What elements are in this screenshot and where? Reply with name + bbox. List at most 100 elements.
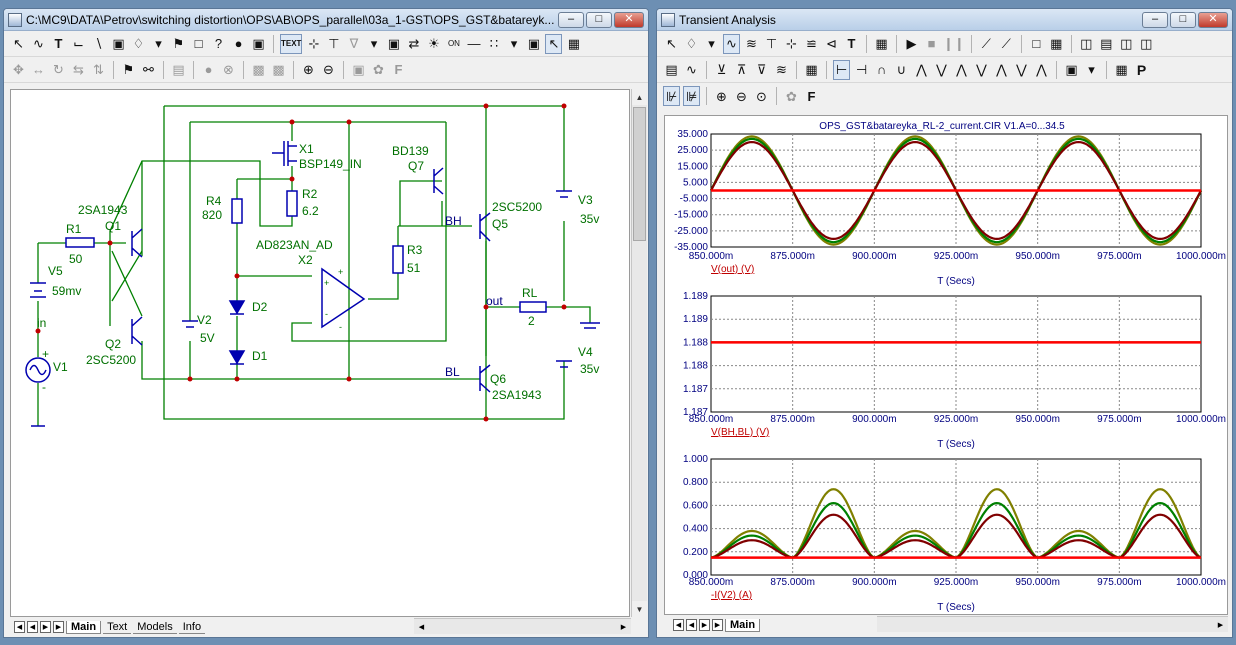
dropdown2-icon[interactable]: ▾: [1088, 62, 1095, 77]
curve-icon[interactable]: ≋: [746, 36, 757, 51]
schematic-horizontal-scrollbar[interactable]: ◀ ▶: [414, 618, 631, 634]
rotate-icon[interactable]: ↻: [53, 62, 64, 77]
line-tool-icon[interactable]: ⟋: [981, 36, 991, 51]
node-numbers-icon[interactable]: ⊹: [308, 36, 320, 51]
scale-icon[interactable]: ∿: [686, 62, 697, 77]
dropdown3-icon[interactable]: ▾: [510, 36, 518, 51]
first-page-icon[interactable]: ◀: [14, 621, 25, 633]
component-icon[interactable]: ▣: [112, 36, 125, 51]
move-icon[interactable]: ✥: [13, 62, 24, 77]
cursor-icon[interactable]: ⊤: [765, 36, 778, 51]
graphics-icon[interactable]: ♢: [132, 36, 145, 51]
tag-icon[interactable]: ⊹: [786, 36, 797, 51]
stop-icon[interactable]: ■: [927, 36, 936, 51]
right-cursor-icon[interactable]: ⊣: [855, 62, 868, 77]
flip-y-icon[interactable]: ⇅: [93, 62, 104, 77]
analysis-horizontal-scrollbar[interactable]: ▶: [877, 616, 1228, 632]
analysis-plot-canvas[interactable]: OPS_GST&batareyka_RL-2_current.CIR V1.A=…: [664, 115, 1228, 615]
find-icon[interactable]: ⚑: [122, 62, 135, 77]
pause-icon[interactable]: ❙❙: [943, 36, 965, 51]
diagonal-wire-icon[interactable]: ∖: [94, 36, 103, 51]
slope5-icon[interactable]: ⋀: [996, 62, 1007, 77]
graphics-icon[interactable]: ♢: [685, 36, 698, 51]
zoom-in-icon[interactable]: ⊕: [716, 88, 727, 104]
scroll-down-icon[interactable]: ▼: [632, 601, 647, 617]
slope3-icon[interactable]: ⋀: [956, 62, 967, 77]
tab-models[interactable]: Models: [133, 621, 177, 634]
probe-icon[interactable]: ▣: [252, 36, 265, 51]
font-icon[interactable]: F: [394, 62, 403, 77]
slope6-icon[interactable]: ⋁: [1016, 62, 1027, 77]
left-cursor-icon[interactable]: ⊢: [833, 59, 850, 80]
frame-icon[interactable]: □: [1032, 36, 1041, 51]
binoculars-icon[interactable]: ⚯: [143, 62, 154, 77]
group-icon[interactable]: ▩: [252, 62, 265, 77]
prev-page-icon[interactable]: ◀: [686, 619, 697, 631]
next-page-icon[interactable]: ▶: [699, 619, 710, 631]
layout1-icon[interactable]: ◫: [1080, 36, 1093, 51]
info-icon[interactable]: □: [194, 36, 203, 51]
chart-icon[interactable]: ▦: [805, 62, 818, 77]
dropdown-icon[interactable]: ▾: [708, 36, 715, 51]
zoom-fit-icon[interactable]: ⊙: [756, 88, 767, 104]
line-icon[interactable]: —: [467, 36, 481, 51]
run-icon[interactable]: ▶: [906, 36, 917, 51]
layout4-icon[interactable]: ◫: [1140, 36, 1153, 51]
font-icon[interactable]: F: [807, 88, 816, 104]
analysis-close-button[interactable]: ✕: [1198, 11, 1228, 28]
dropdown-icon[interactable]: ▾: [155, 36, 162, 51]
stop-sign-icon[interactable]: ●: [204, 62, 213, 77]
high-icon[interactable]: ⊽: [756, 62, 767, 77]
scope-icon[interactable]: ∿: [723, 33, 740, 54]
ortho-wire-icon[interactable]: ⌙: [73, 36, 84, 51]
tab-info[interactable]: Info: [178, 621, 206, 634]
valley-icon[interactable]: ⊼: [736, 62, 747, 77]
minimize-button[interactable]: –: [558, 11, 584, 28]
swap-icon[interactable]: ⇄: [408, 36, 420, 51]
analysis-maximize-button[interactable]: □: [1170, 11, 1196, 28]
text-mode-button[interactable]: TEXT: [280, 33, 303, 54]
bulb-icon[interactable]: ☀: [428, 36, 440, 51]
window-icon[interactable]: ▣: [527, 36, 541, 51]
schematic-canvas[interactable]: R1 50 V5 59mv in + - V1 2SA1943 Q1 Q2 2S…: [10, 89, 630, 617]
dropdown2-icon[interactable]: ▾: [370, 36, 378, 51]
slope7-icon[interactable]: ⋀: [1036, 62, 1047, 77]
analysis-title-bar[interactable]: Transient Analysis – □ ✕: [657, 9, 1232, 31]
tab-text[interactable]: Text: [103, 621, 132, 634]
schematic-title-bar[interactable]: C:\MC9\DATA\Petrov\switching distortion\…: [4, 9, 648, 31]
pointer-icon[interactable]: ↖: [545, 33, 563, 54]
tag2-icon[interactable]: ⊲: [826, 36, 837, 51]
wave-icon[interactable]: ≋: [776, 62, 787, 77]
tab-main[interactable]: Main: [725, 618, 761, 632]
pin-icon[interactable]: ⊤: [328, 36, 340, 51]
wire-icon[interactable]: ∿: [33, 36, 44, 51]
grid-icon[interactable]: ∷: [489, 36, 499, 51]
next-page-icon[interactable]: ▶: [40, 621, 51, 633]
zoom-x-icon[interactable]: ⊮: [663, 86, 680, 106]
last-page-icon[interactable]: ▶: [53, 621, 64, 633]
slope2-icon[interactable]: ⋁: [936, 62, 947, 77]
text-tool-icon[interactable]: T: [847, 36, 856, 51]
p-button[interactable]: P: [1136, 61, 1147, 78]
schematic-vertical-scrollbar[interactable]: ▲ ▼: [631, 89, 647, 617]
table-icon[interactable]: ▦: [1115, 62, 1128, 77]
clipboard-icon[interactable]: ▤: [172, 62, 185, 77]
last-page-icon[interactable]: ▶: [712, 619, 723, 631]
first-page-icon[interactable]: ◀: [673, 619, 684, 631]
scroll-thumb[interactable]: [633, 107, 646, 241]
globe-icon[interactable]: ●: [234, 36, 243, 51]
scroll-up-icon[interactable]: ▲: [632, 89, 647, 105]
flip-x-icon[interactable]: ⇆: [73, 62, 84, 77]
on-off-icon[interactable]: ON: [447, 38, 460, 48]
peak-icon[interactable]: ⊻: [716, 62, 727, 77]
properties-icon[interactable]: ▦: [875, 36, 888, 51]
zoom-in-icon[interactable]: ⊕: [303, 62, 314, 77]
analysis-minimize-button[interactable]: –: [1142, 11, 1168, 28]
select-arrow-icon[interactable]: ↖: [666, 36, 677, 51]
layout3-icon[interactable]: ◫: [1120, 36, 1133, 51]
peak-find-icon[interactable]: ∩: [876, 62, 887, 77]
help-icon[interactable]: ?: [214, 36, 223, 51]
line-tool2-icon[interactable]: ⟋: [1001, 36, 1011, 51]
trace-icon[interactable]: ≌: [806, 36, 817, 51]
cancel-icon[interactable]: ⊗: [223, 62, 234, 77]
